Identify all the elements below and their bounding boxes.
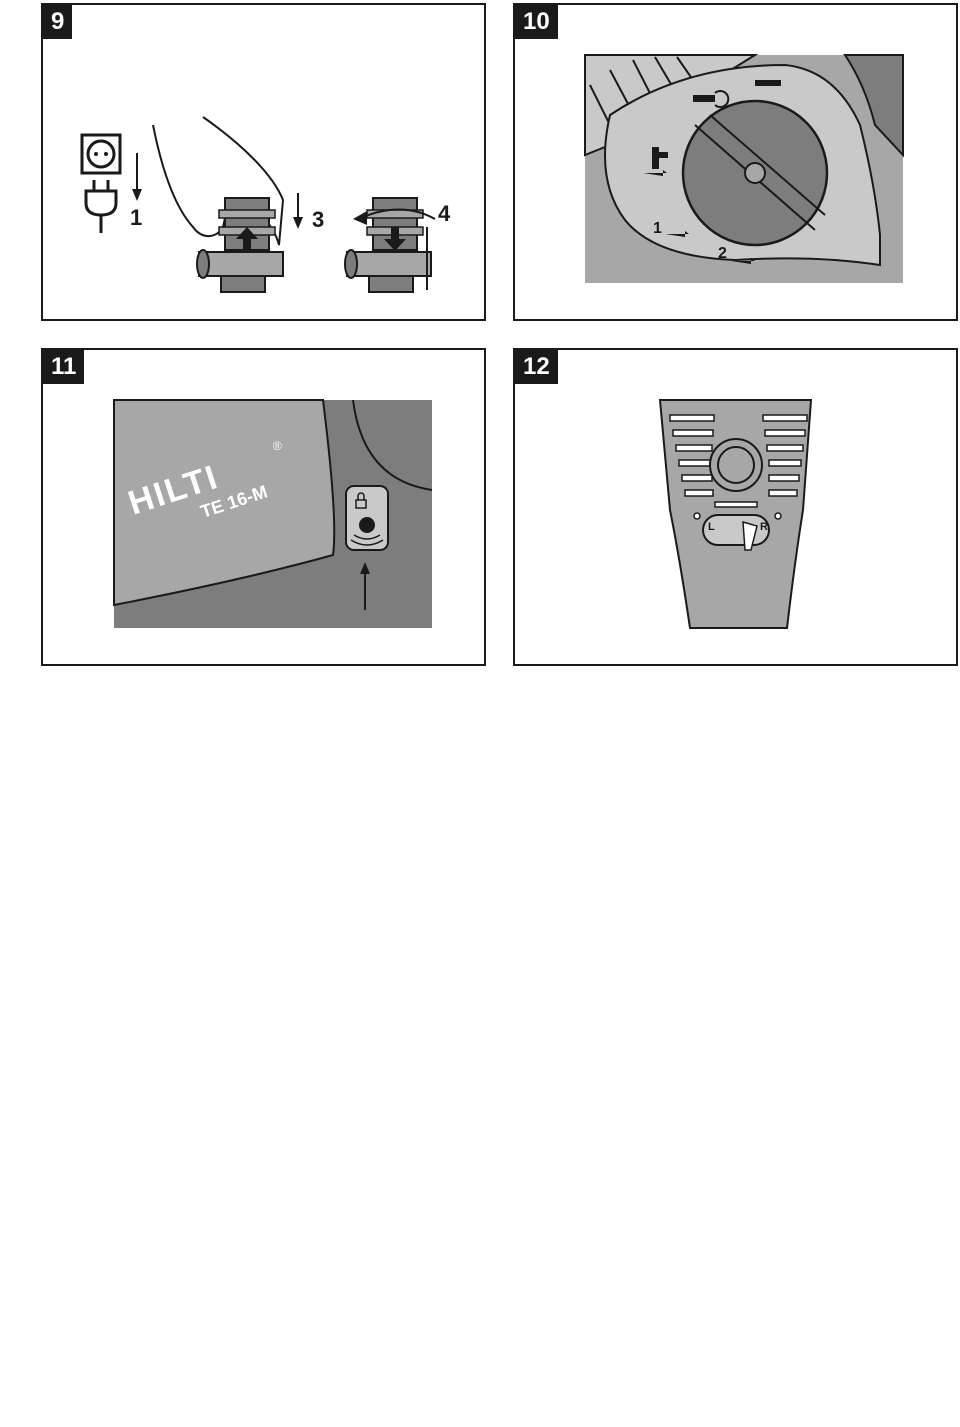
left-rotation-label: L (708, 521, 715, 533)
up-arrow-icon (360, 562, 370, 610)
selector-position-1: 1 (653, 220, 662, 237)
registered-mark: ® (273, 439, 282, 453)
illustration-rotation-switch: L R (658, 399, 813, 629)
selector-position-2: 2 (718, 245, 727, 262)
step-label-3: 3 (312, 207, 324, 232)
figure-panel-9: 9 1 (41, 3, 486, 321)
figure-number: 9 (43, 5, 73, 39)
figure-panel-12: 12 L R (513, 348, 958, 666)
right-rotation-label: R (760, 521, 768, 533)
drill-chuck-illustration (196, 197, 284, 293)
down-arrow-icon (132, 153, 142, 201)
socket-icon (80, 133, 122, 175)
down-arrow-icon (293, 193, 303, 229)
illustration-chuck-insertion: 1 3 (80, 116, 451, 293)
step-label-4: 4 (438, 201, 451, 226)
plug-icon (84, 180, 118, 233)
figure-panel-10: 10 1 2 (513, 3, 958, 321)
rotate-arrow-icon (353, 208, 436, 225)
figure-number: 12 (515, 350, 558, 384)
drill-chuck-illustration (344, 197, 432, 293)
figure-number: 11 (43, 350, 85, 384)
lock-icon (355, 492, 367, 509)
illustration-function-selector: 1 2 (584, 54, 904, 283)
illustration-lock-button: HILTI ® TE 16-M (113, 399, 433, 628)
figure-number: 10 (515, 5, 558, 39)
figure-panel-11: 11 HILTI ® TE 16-M (41, 348, 486, 666)
step-label-1: 1 (130, 205, 142, 230)
